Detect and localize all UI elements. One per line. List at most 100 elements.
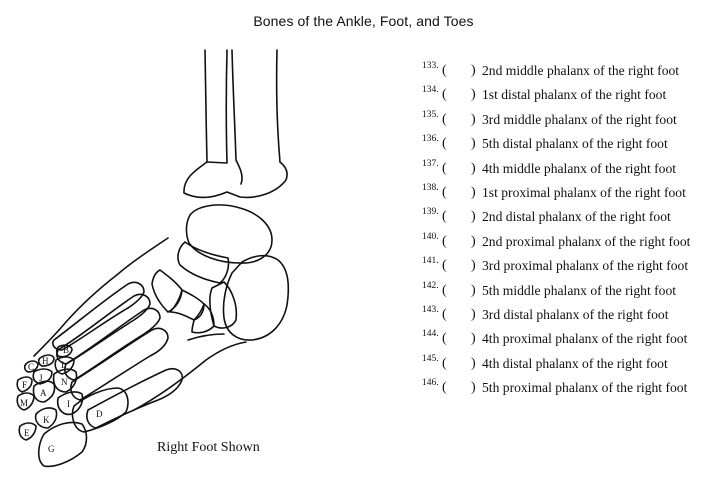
fibula-right-edge — [275, 49, 281, 163]
bone-label-I: I — [67, 399, 70, 409]
list-item: 144. ( ) 4th proximal phalanx of the rig… — [418, 328, 723, 352]
answer-blank-close: ) — [471, 136, 476, 152]
item-number: 135. — [422, 109, 439, 120]
item-text: 2nd middle phalanx of the right foot — [482, 63, 680, 78]
list-item: 141. ( ) 3rd proximal phalanx of the rig… — [418, 255, 723, 279]
phalanx-G — [37, 421, 88, 468]
answer-blank-open: ( — [442, 331, 447, 347]
bone-label-F: F — [22, 380, 27, 390]
item-text: 5th distal phalanx of the right foot — [482, 136, 668, 152]
item-number: 137. — [422, 158, 439, 169]
list-item: 142. ( ) 5th middle phalanx of the right… — [418, 280, 723, 304]
answer-blank-close: ) — [471, 209, 476, 225]
item-number: 143. — [422, 304, 439, 315]
metatarsal-2 — [70, 327, 169, 401]
item-number: 138. — [422, 182, 439, 193]
item-text: 3rd distal phalanx of the right foot — [482, 306, 669, 322]
bone-label-E: E — [24, 428, 30, 438]
list-item: 137. ( ) 4th middle phalanx of the right… — [418, 158, 723, 182]
item-number: 141. — [422, 256, 439, 267]
metatarsal-5 — [52, 281, 145, 351]
answer-blank-open: ( — [442, 233, 447, 249]
phalanx-H — [37, 354, 55, 367]
list-item: 134. ( ) 1st distal phalanx of the right… — [418, 84, 723, 108]
foot-caption: Right Foot Shown — [157, 440, 260, 455]
foot-skeleton-diagram: B C H L N J F M A I D K E G — [16, 49, 290, 468]
list-item: 143. ( ) 3rd distal phalanx of the right… — [418, 304, 723, 328]
answer-blank-open: ( — [442, 258, 447, 274]
navicular — [177, 241, 230, 284]
item-number: 139. — [422, 207, 439, 218]
bone-label-C: C — [28, 362, 34, 372]
bone-label-J: J — [39, 373, 43, 383]
item-number: 136. — [422, 134, 439, 145]
answer-blank-open: ( — [442, 380, 447, 396]
answer-blank-close: ) — [471, 306, 476, 322]
list-item: 135. ( ) 3rd middle phalanx of the right… — [418, 109, 723, 133]
answer-blank-close: ) — [471, 233, 476, 249]
phalanx-J — [32, 368, 53, 385]
talus — [185, 204, 273, 264]
answer-blank-open: ( — [442, 209, 447, 225]
item-number: 144. — [422, 329, 439, 340]
phalanx-C — [23, 360, 39, 373]
answer-blank-close: ) — [471, 160, 476, 176]
item-text: 3rd proximal phalanx of the right foot — [482, 258, 689, 274]
answer-blank-close: ) — [471, 63, 476, 78]
diagram-title: Bones of the Ankle, Foot, and Toes — [253, 13, 474, 29]
item-text: 4th middle phalanx of the right foot — [482, 160, 677, 176]
item-text: 1st distal phalanx of the right foot — [482, 87, 667, 103]
metatarsal-3 — [64, 307, 161, 381]
item-text: 2nd distal phalanx of the right foot — [482, 209, 671, 225]
phalanx-B — [55, 344, 73, 358]
bone-label-M: M — [20, 398, 28, 408]
bone-label-D: D — [96, 409, 103, 419]
bone-label-K: K — [43, 415, 50, 425]
item-text: 2nd proximal phalanx of the right foot — [482, 233, 691, 249]
answer-blank-open: ( — [442, 306, 447, 322]
fibula-left-edge — [231, 49, 237, 161]
answer-blank-close: ) — [471, 355, 476, 371]
answer-blank-close: ) — [471, 258, 476, 274]
answer-blank-close: ) — [471, 87, 476, 103]
list-item: 139. ( ) 2nd distal phalanx of the right… — [418, 206, 723, 230]
item-text: 3rd middle phalanx of the right foot — [482, 111, 677, 127]
bone-label-H: H — [42, 356, 49, 366]
list-item: 146. ( ) 5th proximal phalanx of the rig… — [418, 377, 723, 401]
phalanx-E — [18, 422, 37, 441]
list-item: 140. ( ) 2nd proximal phalanx of the rig… — [418, 231, 723, 255]
phalanx-M — [16, 392, 35, 411]
answer-blank-open: ( — [442, 111, 447, 127]
answer-blank-close: ) — [471, 282, 476, 298]
list-item: 138. ( ) 1st proximal phalanx of the rig… — [418, 182, 723, 206]
answer-blank-open: ( — [442, 160, 447, 176]
item-number: 140. — [422, 231, 439, 242]
tibia — [204, 49, 228, 164]
question-list: 133. ( ) 2nd middle phalanx of the right… — [418, 60, 723, 401]
answer-blank-close: ) — [471, 331, 476, 347]
answer-blank-close: ) — [471, 184, 476, 200]
phalanx-N — [52, 368, 78, 393]
answer-blank-open: ( — [442, 136, 447, 152]
metatarsal-1 — [86, 367, 184, 429]
item-text: 5th middle phalanx of the right foot — [482, 282, 677, 298]
item-number: 146. — [422, 378, 439, 389]
item-text: 4th proximal phalanx of the right foot — [482, 331, 688, 347]
answer-blank-close: ) — [471, 111, 476, 127]
item-number: 145. — [422, 353, 439, 364]
metatarsal-4 — [56, 293, 151, 365]
item-number: 134. — [422, 85, 439, 96]
phalanx-K — [34, 407, 58, 429]
answer-blank-open: ( — [442, 282, 447, 298]
item-number: 142. — [422, 280, 439, 291]
answer-blank-open: ( — [442, 355, 447, 371]
bone-label-B: B — [63, 345, 69, 355]
answer-blank-close: ) — [471, 380, 476, 396]
list-item: 136. ( ) 5th distal phalanx of the right… — [418, 133, 723, 157]
list-item: 133. ( ) 2nd middle phalanx of the right… — [418, 60, 723, 84]
bone-label-L: L — [61, 360, 67, 370]
answer-blank-open: ( — [442, 63, 447, 78]
answer-blank-open: ( — [442, 184, 447, 200]
cuboid — [209, 281, 238, 329]
bone-label-A: A — [40, 388, 47, 398]
